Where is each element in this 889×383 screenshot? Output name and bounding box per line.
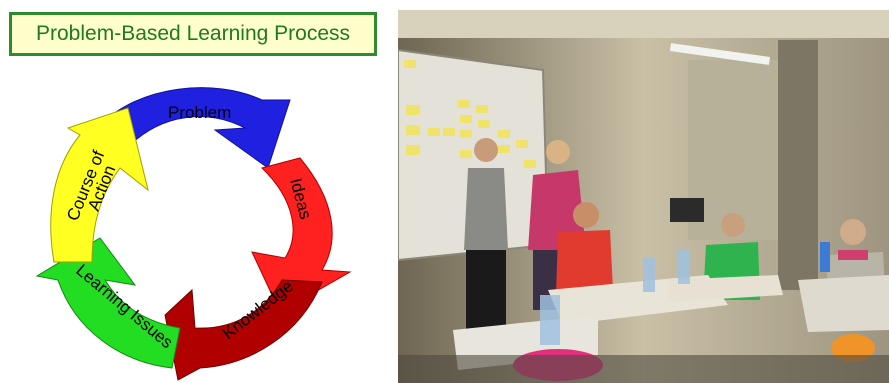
water-bottle-center — [643, 258, 655, 292]
water-bottle-right — [820, 242, 830, 272]
pbl-cycle-diagram: Problem Ideas Knowledge Learning Issues … — [35, 87, 352, 381]
ceiling — [398, 10, 889, 38]
arrow-knowledge — [164, 279, 323, 381]
laptop — [670, 198, 704, 222]
water-bottle-middle — [678, 250, 690, 284]
ceiling-light — [669, 43, 771, 65]
arrow-ideas — [251, 157, 352, 313]
student-at-board-1 — [464, 138, 508, 330]
label-problem: Problem — [168, 103, 231, 122]
arrow-problem — [99, 87, 291, 169]
student-seated-red — [556, 202, 613, 295]
arrow-course-of-action — [50, 107, 149, 263]
arrow-learning-issues — [35, 237, 181, 369]
desk-middle — [668, 275, 783, 302]
water-bottle-front — [540, 295, 560, 345]
pbl-diagram-panel: Problem-Based Learning Process Problem I… — [0, 0, 395, 383]
classroom-photo — [398, 10, 889, 383]
sticky-notes — [404, 60, 536, 168]
floor — [398, 355, 889, 383]
wall-column — [778, 40, 818, 290]
desk-right — [798, 275, 889, 332]
diagram-title: Problem-Based Learning Process — [9, 12, 377, 56]
